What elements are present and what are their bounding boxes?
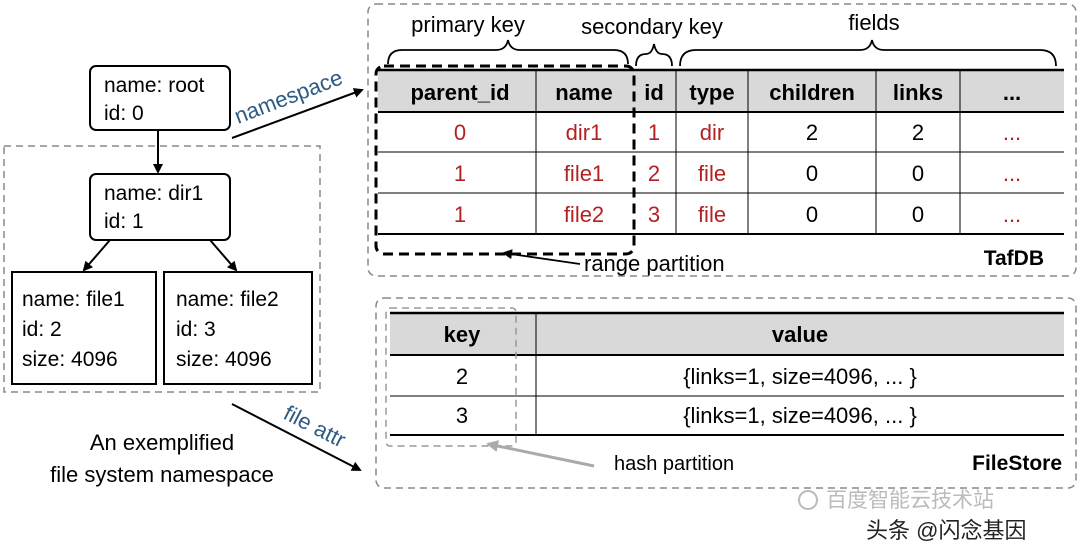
tafdb-header-links: links [893, 80, 943, 105]
tafdb-r2-type: file [698, 161, 726, 186]
dir1-node-id: id: 1 [104, 210, 144, 233]
tafdb-r2-links: 0 [912, 161, 924, 186]
tafdb-r3-parent-id: 1 [454, 202, 466, 227]
tafdb-r2-name: file1 [564, 161, 604, 186]
watermark: 百度智能云技术站 头条 @闪念基因 [798, 489, 1026, 543]
tafdb-header-parent-id: parent_id [410, 80, 509, 105]
root-node-id: id: 0 [104, 102, 144, 125]
tafdb-r1-parent-id: 0 [454, 120, 466, 145]
watermark-line2: 头条 @闪念基因 [866, 518, 1026, 543]
tafdb-header-children: children [769, 80, 855, 105]
hash-partition-box [385, 307, 517, 447]
file1-node [11, 271, 157, 385]
tafdb-header-id: id [644, 80, 664, 105]
dir1-to-file1-arrow [82, 239, 111, 272]
tafdb-r1-type: dir [700, 120, 724, 145]
tafdb-table: parent_id name id type children links ..… [374, 64, 1064, 256]
namespace-arrow-label: namespace [231, 65, 346, 129]
filestore-r2-key: 3 [456, 403, 468, 428]
primary-key-brace [387, 39, 629, 65]
range-partition-arrow [502, 249, 581, 265]
namespace-arrow [231, 88, 364, 139]
primary-key-label: primary key [411, 12, 525, 37]
hash-partition-arrow [486, 440, 595, 468]
dir1-node [89, 173, 231, 241]
fields-label: fields [848, 10, 899, 35]
tafdb-r1-id: 1 [648, 120, 660, 145]
tafdb-r2-parent-id: 1 [454, 161, 466, 186]
tafdb-header-name: name [555, 80, 612, 105]
tafdb-r2-id: 2 [648, 161, 660, 186]
tafdb-r1-name: dir1 [566, 120, 603, 145]
file-attr-arrow [231, 403, 362, 471]
wechat-icon [798, 490, 818, 510]
tree-caption-line2: file system namespace [50, 462, 274, 487]
range-partition-label: range partition [584, 251, 725, 276]
filestore-label: FileStore [972, 452, 1062, 475]
file2-node-id: id: 3 [176, 318, 216, 341]
secondary-key-label: secondary key [581, 14, 723, 39]
tafdb-r2-more: ... [1003, 161, 1021, 186]
tree-subtree-dashed-box [3, 145, 321, 393]
tafdb-r3-children: 0 [806, 202, 818, 227]
dir1-to-file2-arrow [209, 239, 238, 272]
file1-node-id: id: 2 [22, 318, 62, 341]
filestore-r1-value: {links=1, size=4096, ... } [683, 364, 917, 389]
file1-node-size: size: 4096 [22, 348, 118, 371]
filestore-r1-key: 2 [456, 364, 468, 389]
tafdb-r1-more: ... [1003, 120, 1021, 145]
watermark-line1: 百度智能云技术站 [826, 489, 994, 512]
tafdb-header-type: type [689, 80, 734, 105]
root-node-name: name: root [104, 74, 205, 97]
root-node [89, 65, 231, 131]
tafdb-r1-children: 2 [806, 120, 818, 145]
fields-brace [679, 39, 1057, 67]
tafdb-r3-type: file [698, 202, 726, 227]
dir1-node-name: name: dir1 [104, 182, 203, 205]
secondary-key-brace [635, 43, 673, 67]
tafdb-r1-links: 2 [912, 120, 924, 145]
file2-node [163, 271, 313, 385]
hash-partition-label: hash partition [614, 453, 734, 475]
tafdb-r3-name: file2 [564, 202, 604, 227]
filestore-r2-value: {links=1, size=4096, ... } [683, 403, 917, 428]
file2-node-size: size: 4096 [176, 348, 272, 371]
filestore-header-key: key [444, 322, 481, 347]
filestore-header-value: value [772, 322, 828, 347]
file1-node-name: name: file1 [22, 288, 125, 311]
file2-node-name: name: file2 [176, 288, 279, 311]
tafdb-r3-more: ... [1003, 202, 1021, 227]
filestore-table: key value 2 {links=1, size=4096, ... } 3… [385, 307, 1064, 447]
filestore-header-bg [390, 313, 1064, 355]
tafdb-label: TafDB [984, 247, 1044, 270]
tafdb-r3-id: 3 [648, 202, 660, 227]
filestore-container [375, 297, 1077, 489]
tree-caption-line1: An exemplified [90, 430, 234, 455]
tafdb-header-bg [378, 70, 1064, 112]
file-attr-arrow-label: file attr [280, 400, 350, 452]
range-partition-box [374, 64, 636, 256]
tafdb-r2-children: 0 [806, 161, 818, 186]
tafdb-r3-links: 0 [912, 202, 924, 227]
tafdb-header-more: ... [1003, 80, 1021, 105]
tafdb-container [367, 3, 1077, 277]
